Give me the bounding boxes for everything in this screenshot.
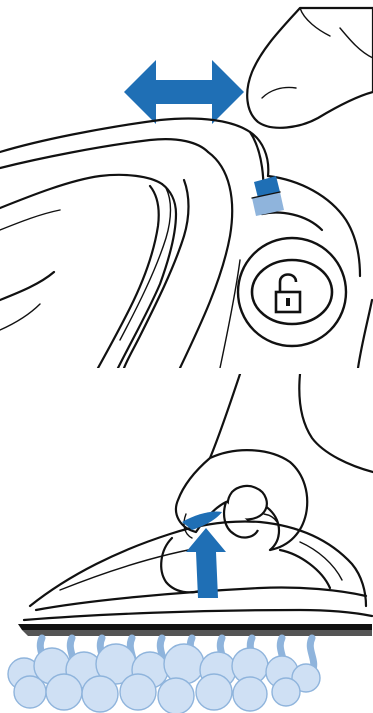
steam-puff <box>272 678 300 706</box>
slide-direction-arrow <box>124 60 244 124</box>
lock-slider-illustration <box>252 176 284 216</box>
steam-puff <box>158 678 194 713</box>
steam-shot-panel <box>0 374 373 713</box>
steam-puff <box>14 676 46 708</box>
steam-puff <box>120 674 156 710</box>
finger-illustration <box>247 8 373 128</box>
lock-release-panel <box>0 0 373 368</box>
unlock-badge <box>238 238 346 346</box>
steam-puff <box>164 644 204 684</box>
soleplate-illustration <box>18 624 372 636</box>
steam-puff <box>233 677 267 711</box>
steam-puff <box>82 676 118 712</box>
steam-puff <box>196 674 232 710</box>
steam-puff <box>46 674 82 710</box>
